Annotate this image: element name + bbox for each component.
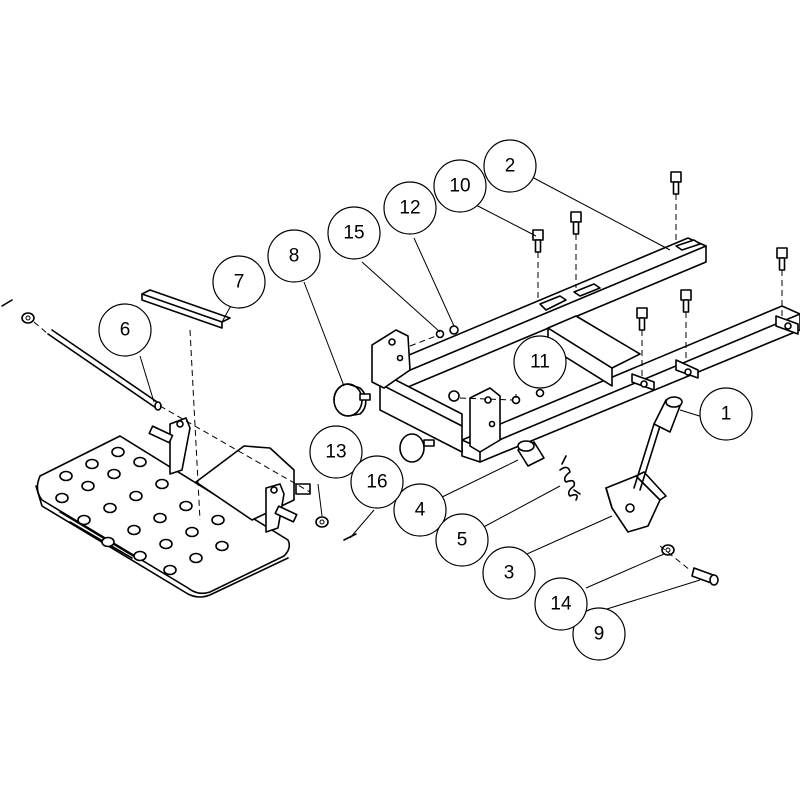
step-plate-hole [189, 552, 203, 564]
bushing [517, 440, 545, 467]
step-plate-hole [155, 478, 169, 490]
callout-10: 10 [433, 159, 487, 213]
step-plate-hole [129, 490, 143, 502]
step-plate-hole [81, 480, 95, 492]
step-plate-hole [211, 514, 225, 526]
callout-4: 4 [393, 483, 447, 537]
callout-label: 6 [120, 320, 131, 341]
callout-1: 1 [699, 387, 753, 441]
callout-label: 11 [530, 352, 550, 373]
step-plate-hole [55, 492, 69, 504]
callout-label: 8 [289, 246, 300, 267]
callout-13: 13 [309, 425, 363, 479]
callout-label: 5 [457, 530, 468, 551]
step-plate-hole [77, 514, 91, 526]
spring [559, 455, 581, 501]
callout-11: 11 [513, 335, 567, 389]
callout-3: 3 [482, 546, 536, 600]
hinge-rod [1, 299, 311, 493]
callout-9: 9 [572, 607, 626, 661]
step-plate-hole [107, 468, 121, 480]
step-plate-hole [159, 538, 173, 550]
callout-label: 2 [505, 156, 516, 177]
callout-label: 4 [415, 500, 426, 521]
callout-label: 16 [366, 472, 387, 493]
step-plate-hole [163, 564, 177, 576]
step-plate-hole [85, 458, 99, 470]
callout-5: 5 [435, 513, 489, 567]
callout-7: 7 [212, 255, 266, 309]
latch-bracket [605, 471, 667, 533]
callout-label: 7 [234, 272, 245, 293]
step-plate-hole [133, 456, 147, 468]
callout-14: 14 [534, 577, 588, 631]
bolt-9 [659, 545, 719, 586]
callout-label: 10 [449, 176, 470, 197]
step-plate-hole [185, 526, 199, 538]
callout-16: 16 [350, 455, 404, 509]
step-plate-hole [103, 502, 117, 514]
callout-8: 8 [267, 229, 321, 283]
callout-12: 12 [383, 181, 437, 235]
callout-label: 1 [721, 404, 732, 425]
step-plate-hole [101, 536, 115, 548]
step-plate-hole [127, 524, 141, 536]
callout-6: 6 [98, 303, 152, 357]
callout-label: 3 [504, 563, 515, 584]
callout-15: 15 [327, 206, 381, 260]
washer-14 [661, 544, 675, 556]
callout-label: 9 [594, 624, 605, 645]
callout-2: 2 [483, 139, 537, 193]
step-plate-hole [179, 500, 193, 512]
step-plate-hole [215, 540, 229, 552]
latch-handle [633, 396, 683, 491]
decal-strip [141, 289, 231, 521]
step-plate [35, 417, 311, 598]
washer-and-pin [315, 516, 357, 541]
step-plate-hole [133, 550, 147, 562]
small-fasteners [409, 325, 545, 405]
callout-label: 15 [343, 223, 364, 244]
callout-label: 13 [325, 442, 346, 463]
callout-label: 14 [550, 594, 572, 615]
step-plate-hole [111, 446, 125, 458]
step-plate-hole [153, 512, 167, 524]
callout-label: 12 [399, 198, 420, 219]
frame-bolts [532, 171, 788, 376]
step-plate-hole [59, 470, 73, 482]
rubber-bumpers [333, 383, 435, 463]
